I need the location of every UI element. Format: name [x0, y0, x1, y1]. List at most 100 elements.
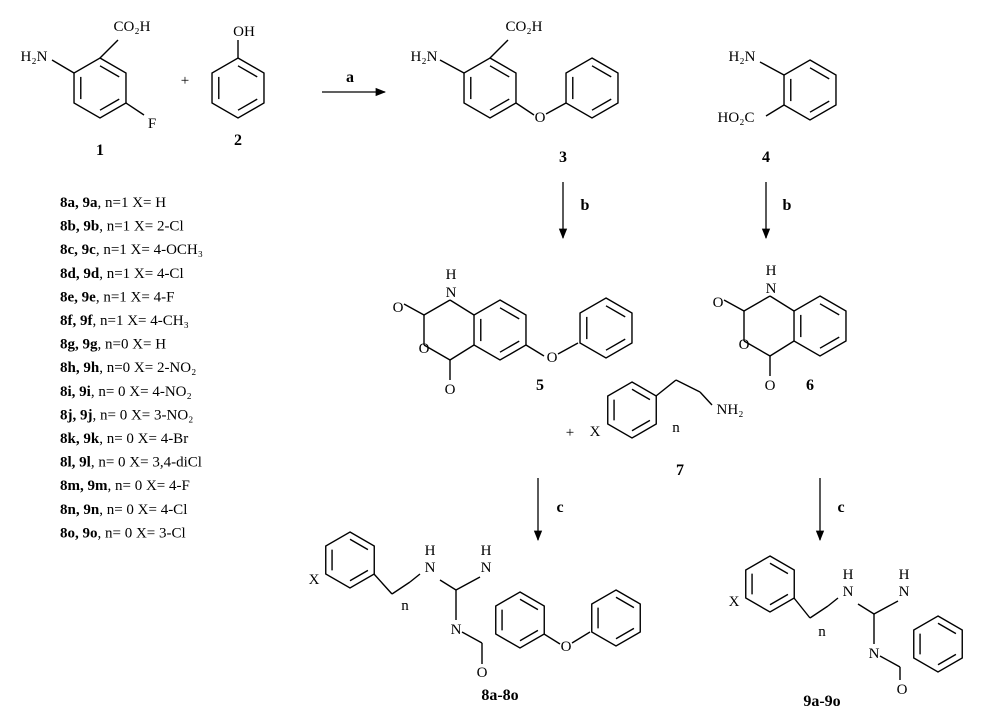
substituent-condition: , n=1 X= 4-CH₃	[93, 313, 189, 329]
compound-ids: 8o, 9o	[60, 525, 98, 541]
compound-ids: 8d, 9d	[60, 266, 100, 282]
ring-product-8-aryl	[325, 531, 375, 589]
substituent-row: 8a, 9a, n=1 X= H	[60, 195, 166, 211]
bond-chain-7a	[655, 379, 677, 397]
substituent-row: 8g, 9g, n=0 X= H	[60, 337, 166, 353]
double-bond	[615, 596, 635, 609]
ring-compound-5b	[579, 297, 633, 359]
nh-h-9: H	[843, 567, 854, 583]
compound-ids: 8g, 9g	[60, 337, 98, 353]
n-label-6: N	[766, 281, 777, 297]
compound-ids: 8m, 9m	[60, 478, 108, 494]
c4-o-label-9: O	[897, 682, 908, 698]
compound-ids: 8l, 9l	[60, 455, 91, 471]
label-product-9: 9a-9o	[803, 693, 840, 708]
substituent-condition: , n= 0 X= 3,4-diCl	[91, 455, 202, 471]
label-compound-6: 6	[806, 377, 814, 394]
double-bond	[99, 98, 120, 111]
double-bond	[631, 388, 651, 401]
bond-chain-8a	[373, 573, 393, 595]
h-label-6: H	[766, 263, 777, 279]
bond-c2	[423, 299, 451, 316]
compound-ids: 8h, 9h	[60, 360, 100, 376]
substituent-table: 8a, 9a, n=1 X= H 8b, 9b, n=1 X= 2-Cl 8c, 9…	[60, 195, 203, 541]
substituent-condition: , n= 0 X= 4-Br	[99, 431, 188, 447]
substituent-condition: , n=1 X= 4-F	[96, 289, 175, 305]
bond-c4-6	[743, 340, 771, 357]
ring-o-6: O	[739, 337, 750, 353]
substituent-row: 8c, 9c, n=1 X= 4-OCH₃	[60, 242, 203, 258]
bond-to-nh2	[51, 59, 75, 74]
bond-n3c4-8	[461, 631, 483, 644]
bond-to-nh2-3	[439, 59, 465, 74]
ring-compound-4	[783, 59, 837, 121]
bond-chain-8b	[391, 581, 411, 595]
substituent-row: 8o, 9o, n= 0 X= 3-Cl	[60, 525, 186, 541]
reagent-b-right-label: b	[783, 197, 792, 214]
double-bond	[769, 593, 789, 606]
substituent-row: 8n, 9n, n= 0 X= 4-Cl	[60, 502, 187, 518]
substituent-row: 8d, 9d, n=1 X= 4-Cl	[60, 266, 184, 282]
label-compound-5: 5	[536, 377, 544, 394]
double-bond	[237, 98, 258, 111]
carbonyl-o-6a: O	[713, 295, 724, 311]
double-bond	[499, 307, 520, 320]
fluorine-label: F	[148, 116, 156, 132]
substituent-row: 8b, 9b, n=1 X= 2-Cl	[60, 219, 184, 235]
n-sub-7: n	[672, 420, 680, 436]
double-bond	[499, 340, 520, 353]
co2h-label-3: CO₂H	[506, 19, 543, 35]
ring-product-9-aryl	[745, 555, 795, 613]
bond-chain-9c	[827, 597, 839, 607]
reagent-c-left-label: c	[556, 499, 563, 516]
bond-ether-8b	[571, 631, 591, 644]
substituent-condition: , n= 0 X= 4-F	[108, 478, 190, 494]
bond-c4a	[449, 344, 475, 361]
bond-ether-5b	[557, 342, 579, 355]
nh-h-8: H	[425, 543, 436, 559]
double-bond	[489, 98, 510, 111]
ether-o-8: O	[561, 639, 572, 655]
double-bond	[819, 336, 840, 349]
n-sub-9: n	[818, 624, 826, 640]
double-bond	[591, 65, 612, 78]
compound-ids: 8i, 9i	[60, 384, 91, 400]
c4-o-label-8: O	[477, 665, 488, 681]
oh-label: OH	[233, 24, 255, 40]
substituent-condition: , n= 0 X= 4-NO₂	[91, 384, 192, 400]
ring-compound-6	[793, 295, 847, 357]
h-label-5: H	[446, 267, 457, 283]
substituent-condition: , n=0 X= 2-NO₂	[99, 360, 196, 376]
double-bond	[591, 98, 612, 111]
substituent-condition: , n= 0 X= 3-NO₂	[93, 407, 194, 423]
compound-ids: 8k, 9k	[60, 431, 100, 447]
nh2-label-7: NH₂	[717, 402, 744, 418]
ether-o-5: O	[547, 350, 558, 366]
substituent-row: 8j, 9j, n= 0 X= 3-NO₂	[60, 407, 193, 423]
ether-oxygen-3: O	[535, 110, 546, 126]
h1-label-8: H	[481, 543, 492, 559]
double-bond	[819, 303, 840, 316]
plus-sign: +	[181, 73, 189, 89]
co2h-label: CO₂H	[114, 19, 151, 35]
bond-c4	[423, 344, 451, 361]
substituent-row: 8e, 9e, n=1 X= 4-F	[60, 289, 174, 305]
label-compound-3: 3	[559, 149, 567, 166]
bond-c4a-6	[769, 340, 795, 357]
bond-n1-8	[455, 576, 481, 591]
bond-chain-9b	[809, 605, 829, 619]
x-label-9: X	[729, 594, 740, 610]
double-bond	[937, 622, 957, 635]
substituent-row: 8m, 9m, n= 0 X= 4-F	[60, 478, 190, 494]
label-compound-4: 4	[762, 149, 770, 166]
double-bond	[519, 598, 539, 611]
bond-c2-nh-9	[857, 603, 875, 615]
bond-chain-7c	[699, 391, 713, 406]
bond-to-co2h	[99, 39, 119, 59]
bond-c2-o-6	[723, 299, 745, 312]
substituent-row: 8l, 9l, n= 0 X= 3,4-diCl	[60, 455, 202, 471]
n-label-5: N	[446, 285, 457, 301]
reagent-c-right-label: c	[837, 499, 844, 516]
